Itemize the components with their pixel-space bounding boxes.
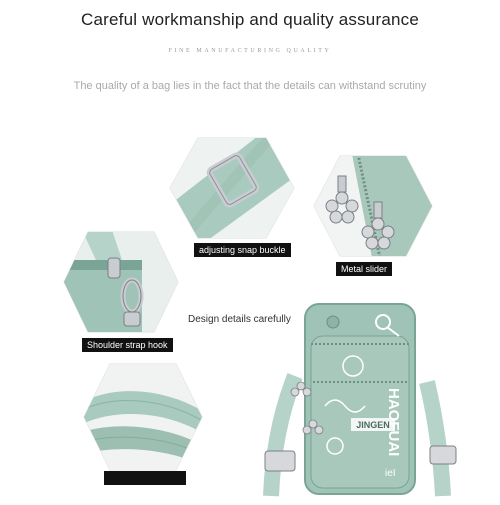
bag-small-text: ieI: [385, 468, 396, 479]
slider-label: Metal slider: [336, 262, 393, 276]
buckle-label: adjusting snap buckle: [194, 243, 291, 257]
page-title: Careful workmanship and quality assuranc…: [81, 10, 419, 29]
subtitle: The quality of a bag lies in the fact th…: [73, 80, 427, 92]
bag-brand-patch: JINGEN: [356, 420, 390, 430]
subtitle-spaced: FINE MANUFACTURING QUALITY: [168, 48, 332, 54]
hook-label: Shoulder strap hook: [82, 338, 173, 352]
design-caption: Design details carefully: [188, 314, 291, 325]
bag-product-image: HAOFUAI JINGEN ieI: [255, 296, 465, 500]
strap-detail-image: [82, 362, 204, 472]
strap-label-bar: [104, 471, 186, 485]
slider-detail-image: [312, 154, 434, 258]
hook-detail-image: [62, 230, 180, 334]
buckle-detail-image: [168, 136, 296, 240]
